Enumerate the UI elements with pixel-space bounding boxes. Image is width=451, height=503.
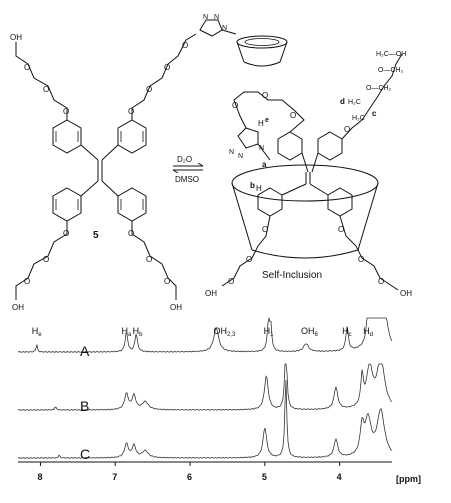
peak-label: Hd xyxy=(363,326,373,338)
oxygen-label: O xyxy=(43,85,49,94)
oxygen-label: O xyxy=(63,229,69,238)
hydroxyl-label: OH xyxy=(12,303,24,312)
oxygen-label: O xyxy=(24,277,30,286)
phenyl-ring-upper-right xyxy=(117,119,147,154)
peak-label: OH6 xyxy=(301,326,319,338)
phenyl-ring-upper-left xyxy=(52,119,82,154)
oxygen-label: O xyxy=(232,101,238,110)
cyclodextrin-cup-large xyxy=(231,164,379,259)
tick-label: 6 xyxy=(187,472,192,482)
chain-o-ch2: O—CH₂ xyxy=(378,67,404,74)
trace-label-a: A xyxy=(80,343,90,359)
oxygen-label: O xyxy=(344,125,350,134)
peak-label: OH2,3 xyxy=(213,326,236,338)
tick-label: 4 xyxy=(337,472,342,482)
atom-label-b: b xyxy=(250,181,255,190)
peak-label: Hb xyxy=(133,326,144,338)
chain-o-ch2: O—CH₂ xyxy=(366,85,392,92)
chain-ch2: H₂C xyxy=(348,99,361,106)
arrow-top-label: D₂O xyxy=(177,155,192,164)
oxygen-label: O xyxy=(262,225,268,234)
peg-loop-chain xyxy=(233,91,305,133)
chain-ch2: H₂C xyxy=(352,115,365,122)
triazole-ring-complex: N N N H e xyxy=(229,117,269,160)
oxygen-label: O xyxy=(164,277,170,286)
atom-label-e: e xyxy=(265,117,269,124)
oxygen-label: O xyxy=(43,255,49,264)
tick-label: 8 xyxy=(37,472,42,482)
arrow-bottom-label: DMSO xyxy=(175,175,199,184)
triazole-ring-top: N N N xyxy=(199,14,227,37)
peg-chain-upper-left xyxy=(15,42,68,120)
oxygen-label: O xyxy=(378,277,384,286)
oxygen-label: O xyxy=(146,255,152,264)
trace-label-c: C xyxy=(80,446,90,462)
chain-h2c-oh: H₂C—OH xyxy=(376,51,406,58)
oxygen-label: O xyxy=(24,63,30,72)
oxygen-label: O xyxy=(182,41,188,50)
oxygen-label: O xyxy=(338,225,344,234)
ring-h-label: H xyxy=(256,184,262,193)
trace-label-b: B xyxy=(80,398,89,414)
nmr-trace-b xyxy=(17,363,393,411)
atom-label-c: c xyxy=(372,109,377,118)
oxygen-label: O xyxy=(246,255,252,264)
cyclodextrin-cup-small xyxy=(236,35,288,67)
atom-label-d: d xyxy=(340,97,345,106)
tpe-core-inside xyxy=(257,131,353,217)
phenyl-ring-lower-right xyxy=(117,187,147,222)
nitrogen-label: N xyxy=(203,14,208,21)
nitrogen-label: N xyxy=(222,25,227,32)
oxygen-label: O xyxy=(164,63,170,72)
oxygen-label: O xyxy=(63,107,69,116)
hydroxyl-label: OH xyxy=(10,33,22,42)
peak-label: Ha xyxy=(121,326,131,338)
oxygen-label: O xyxy=(358,255,364,264)
hydroxyl-label: OH xyxy=(205,289,217,298)
peak-label: Hc xyxy=(342,326,352,338)
hydroxyl-label: OH xyxy=(400,289,412,298)
peg-chain-complex-right xyxy=(341,53,403,140)
oxygen-label: O xyxy=(146,85,152,94)
nmr-trace-c xyxy=(17,379,393,459)
peg-chain-upper-right xyxy=(131,33,197,120)
nitrogen-label: N xyxy=(238,153,243,160)
oxygen-label: O xyxy=(290,111,296,120)
peg-chain-complex-lower-right xyxy=(339,215,399,291)
self-inclusion-label: Self-Inclusion xyxy=(262,270,322,281)
atom-label-a: a xyxy=(262,160,267,169)
equilibrium-arrows: D₂O DMSO xyxy=(172,155,204,184)
nitrogen-label: N xyxy=(214,14,219,21)
peg-chain-lower-left xyxy=(15,221,68,300)
peg-chain-lower-right xyxy=(131,221,177,300)
oxygen-label: O xyxy=(262,91,268,100)
spectrum-ticks: 8 7 6 5 4 xyxy=(37,462,342,482)
nitrogen-label: N xyxy=(229,149,234,156)
compound-number: 5 xyxy=(93,230,99,241)
tick-label: 7 xyxy=(112,472,117,482)
spectrum-traces xyxy=(17,316,393,459)
oxygen-label: O xyxy=(228,277,234,286)
peak-label: He xyxy=(32,326,43,338)
self-inclusion-complex: a b H N N N H e O O O O H₂C c d H₂C O—CH… xyxy=(205,51,412,298)
peak-label: H1 xyxy=(264,326,275,338)
phenyl-ring-lower-left xyxy=(52,187,82,222)
peg-chain-complex-lower-left xyxy=(221,215,271,287)
tick-label: 5 xyxy=(262,472,267,482)
ring-h-label: H xyxy=(258,119,264,128)
compound-5-structure: O O O OH O O O O N N N O O O OH xyxy=(10,14,288,312)
hydroxyl-label: OH xyxy=(170,303,182,312)
spectrum-unit-label: [ppm] xyxy=(396,474,421,484)
nmr-trace-a xyxy=(17,316,393,353)
oxygen-label: O xyxy=(128,229,134,238)
oxygen-label: O xyxy=(128,107,134,116)
